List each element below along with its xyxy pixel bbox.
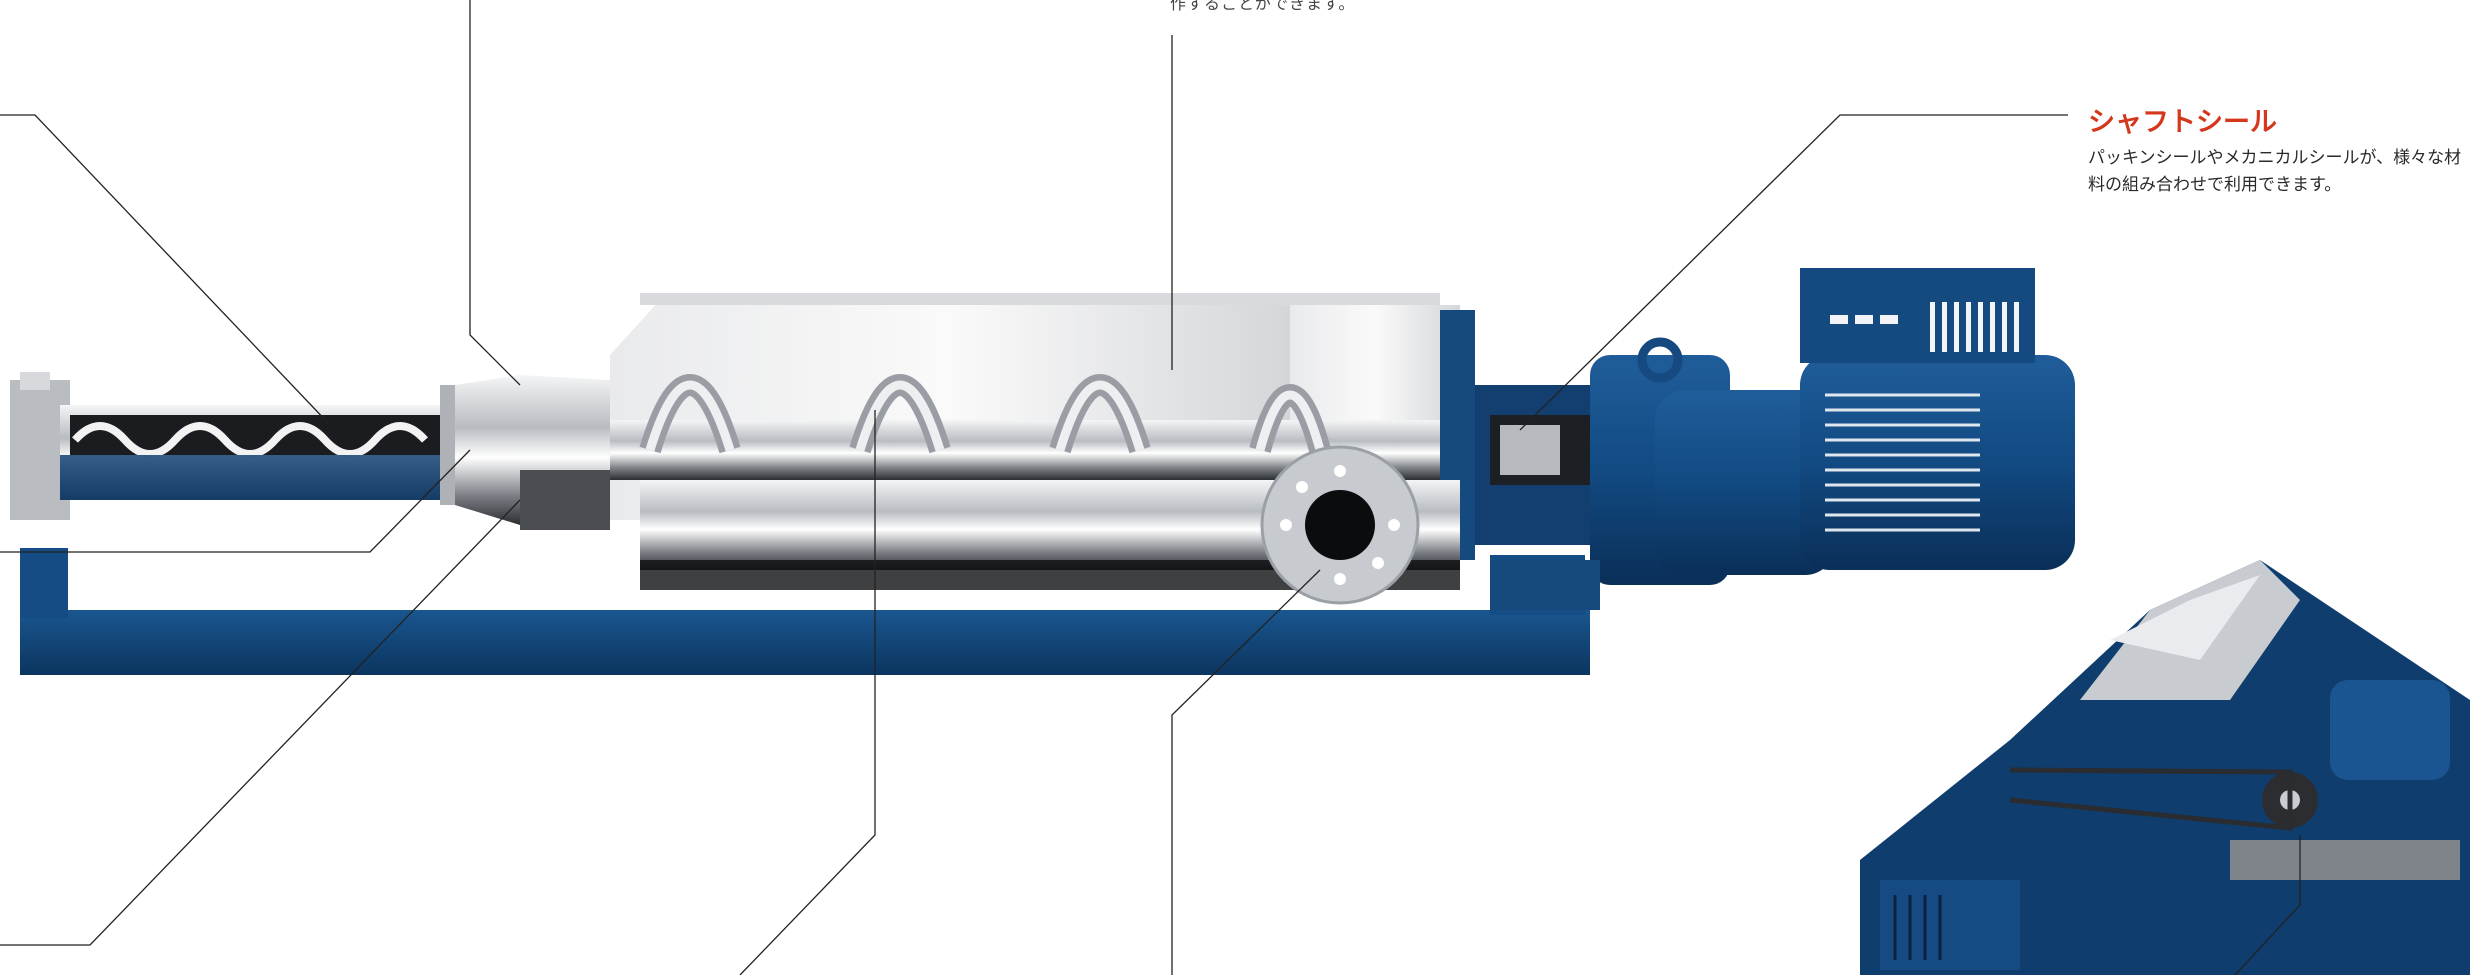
base-frame [20, 548, 1590, 675]
inset-pump-photo [1860, 560, 2470, 975]
drive-gear-motor [1475, 268, 2075, 610]
outlet-flange [1260, 445, 1420, 605]
shaft-seal-description: パッキンシールやメカニカルシールが、様々な材料の組み合わせで利用できます。 [2088, 148, 2462, 195]
stator-rotor-section [10, 372, 610, 530]
top-callout-text: 作することができます。 [1170, 0, 1356, 13]
callout-leader-lines [0, 0, 2301, 975]
hopper-housing [610, 293, 1475, 590]
shaft-seal-title: シャフトシール [2088, 107, 2277, 138]
